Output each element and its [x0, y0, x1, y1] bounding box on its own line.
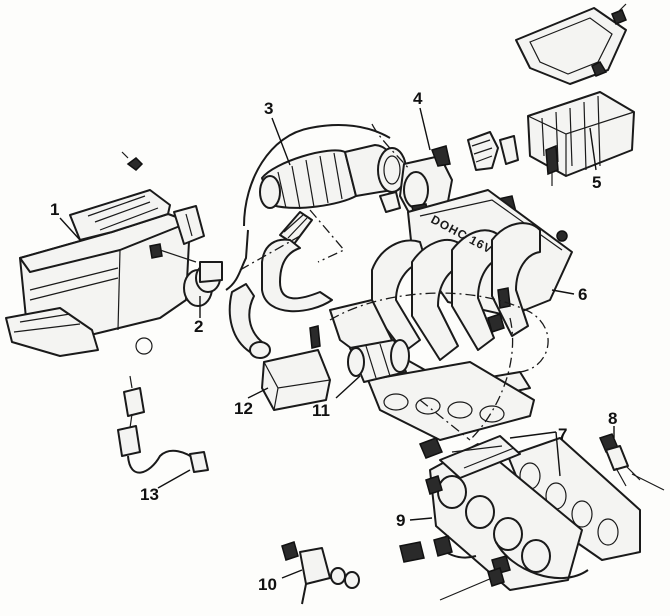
callout-2: 2: [194, 317, 203, 336]
callout-6: 6: [578, 285, 587, 304]
air-flow-meter: [149, 229, 249, 307]
intake-manifold: DOHC 16V: [329, 189, 573, 419]
callout-10: 10: [258, 575, 277, 594]
callout-11: 11: [312, 401, 330, 420]
callout-8: 8: [608, 409, 617, 428]
intake-air-duct: [228, 124, 407, 359]
callout-3: 3: [264, 99, 273, 118]
callout-7: 7: [558, 425, 567, 444]
callout-1: 1: [50, 200, 59, 219]
callout-13: 13: [140, 485, 159, 504]
leader-lines: [59, 107, 615, 579]
bracket-and-coil-pack: [467, 3, 635, 217]
connection-lines: [239, 123, 549, 441]
manifold-sensor: [347, 339, 410, 383]
fuel-rail-with-injectors: [399, 435, 589, 601]
callout-9: 9: [396, 511, 405, 530]
oxygen-sensor-with-harness: [117, 375, 209, 474]
callout-5: 5: [592, 173, 601, 192]
idle-control-valve: [281, 541, 360, 605]
callout-labels: 1 2 3 4 5 6 7 8 9 10 11 12 13: [50, 89, 617, 594]
callout-12: 12: [234, 399, 253, 418]
manifold-gasket: [367, 361, 641, 561]
temperature-sensor: [598, 433, 665, 491]
callout-4: 4: [413, 89, 423, 108]
air-filter-housing: [5, 151, 205, 357]
control-unit: [261, 325, 331, 411]
